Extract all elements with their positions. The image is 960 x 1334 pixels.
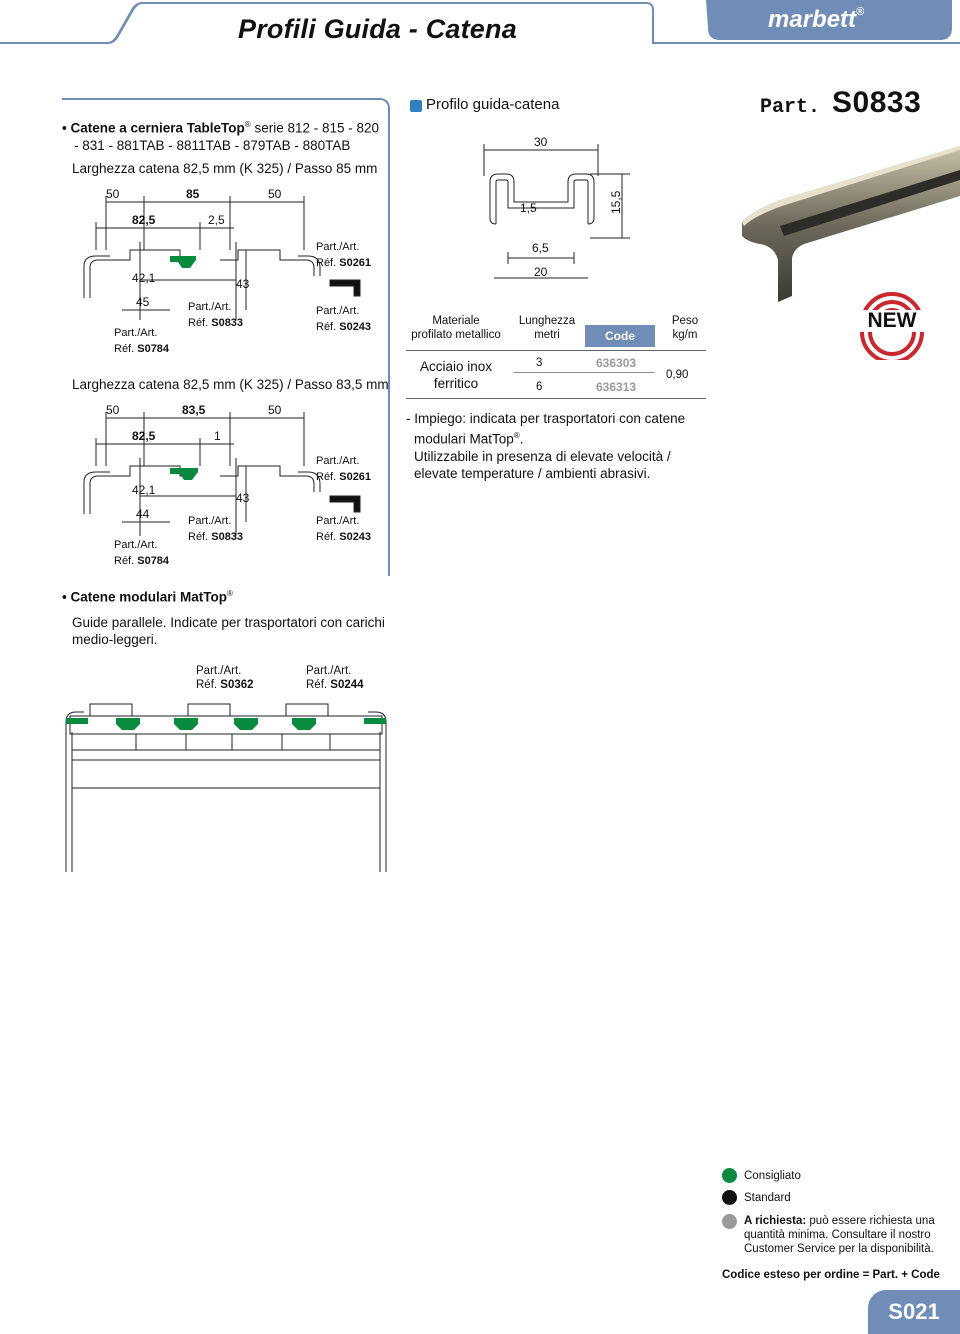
dim-label: 82,5 [132, 213, 156, 227]
new-badge-label: NEW [868, 309, 917, 332]
dim-label: 43 [236, 277, 250, 291]
dim-label: 2,5 [208, 213, 225, 227]
dim-label: 15,5 [609, 190, 623, 214]
part-code: Part. S0833 [760, 86, 922, 119]
recommended-dot-icon [722, 1168, 737, 1183]
standard-dot-icon [722, 1190, 737, 1205]
order-code-note: Codice esteso per ordine = Part. + Code [722, 1269, 940, 1281]
dim-label: 83,5 [182, 403, 206, 417]
tabletop-bullet: • Catene a cerniera TableTop® serie 812 … [62, 120, 380, 153]
legend-standard: Standard [744, 1192, 791, 1204]
table-bottom-line [406, 398, 706, 399]
mattop-bullet: • Catene modulari MatTop® [62, 589, 233, 605]
usage-notes: - Impiego: indicata per trasportatori co… [406, 411, 686, 481]
ref-s0244: Part./Art. Réf. S0244 [306, 665, 364, 691]
table-row-length: 6 [536, 381, 543, 393]
dim-label: 43 [236, 491, 250, 505]
ref-label: Part./Art. [114, 539, 157, 551]
ref-label: Part./Art. [188, 515, 231, 527]
legend-recommended: Consigliato [744, 1170, 801, 1182]
profile-section-drawing: 30 1,5 6,5 20 15,5 [483, 135, 630, 279]
table-divider [406, 350, 706, 351]
ref-s0243: Réf. S0243 [316, 321, 371, 333]
ref-s0784: Réf. S0784 [114, 555, 170, 567]
ref-s0362: Part./Art. Réf. S0362 [196, 665, 254, 691]
ref-s0261: Réf. S0261 [316, 257, 371, 269]
table-weight: 0,90 [666, 369, 689, 381]
ref-s0261: Réf. S0261 [316, 471, 371, 483]
dim-label: 50 [106, 403, 120, 417]
dim-label: 50 [268, 403, 282, 417]
ref-s0784: Réf. S0784 [114, 343, 170, 355]
table-header-code: Code [585, 325, 655, 347]
ref-label: Part./Art. [316, 241, 359, 253]
section-marker-icon [410, 100, 422, 112]
dim-label: 20 [534, 265, 548, 279]
new-badge-icon: NEW [856, 292, 928, 360]
chain-diagram-2: 50 83,5 50 82,5 1 42,1 44 43 Part./Art. … [83, 403, 371, 567]
ref-label: Part./Art. [316, 305, 359, 317]
ref-label: Part./Art. [188, 301, 231, 313]
table-row-divider [514, 372, 654, 373]
page-title: Profili Guida - Catena [238, 14, 517, 44]
chain-diagram-1: 50 85 50 82,5 2,5 42,1 45 43 Part./Art. … [83, 187, 371, 355]
section2-title: Larghezza catena 82,5 mm (K 325) / Passo… [72, 377, 389, 392]
header-band [0, 0, 960, 44]
mattop-desc: Guide parallele. Indicate per trasportat… [72, 615, 385, 647]
profile-title: Profilo guida-catena [426, 96, 560, 113]
legend-on-request: A richiesta: può essere richiesta una qu… [744, 1215, 935, 1255]
ref-label: Part./Art. [316, 455, 359, 467]
dim-label: 82,5 [132, 429, 156, 443]
left-panel [62, 98, 390, 576]
dim-label: 50 [106, 187, 120, 201]
dim-label: 1 [214, 429, 221, 443]
page-code-tab: S021 [868, 1290, 960, 1334]
table-row-code: 636303 [596, 356, 637, 370]
dim-label: 85 [186, 187, 200, 201]
guide-rail-image [742, 146, 960, 302]
mattop-diagram [65, 703, 387, 872]
dim-label: 6,5 [532, 241, 549, 255]
ref-s0243: Réf. S0243 [316, 531, 371, 543]
ref-label: Part./Art. [316, 515, 359, 527]
ref-s0833: Réf. S0833 [188, 317, 243, 329]
dim-label: 1,5 [520, 201, 537, 215]
ref-s0833: Réf. S0833 [188, 531, 243, 543]
on-request-dot-icon [722, 1214, 737, 1229]
brand-logo: marbett® [768, 6, 865, 33]
table-row-length: 3 [536, 357, 543, 369]
table-row-code: 636313 [596, 380, 637, 394]
dim-label: 30 [534, 135, 548, 149]
dim-label: 42,1 [132, 271, 156, 285]
dim-label: 45 [136, 295, 150, 309]
ref-label: Part./Art. [114, 327, 157, 339]
dim-label: 50 [268, 187, 282, 201]
section1-title: Larghezza catena 82,5 mm (K 325) / Passo… [72, 161, 378, 176]
dim-label: 44 [136, 507, 150, 521]
dim-label: 42,1 [132, 483, 156, 497]
